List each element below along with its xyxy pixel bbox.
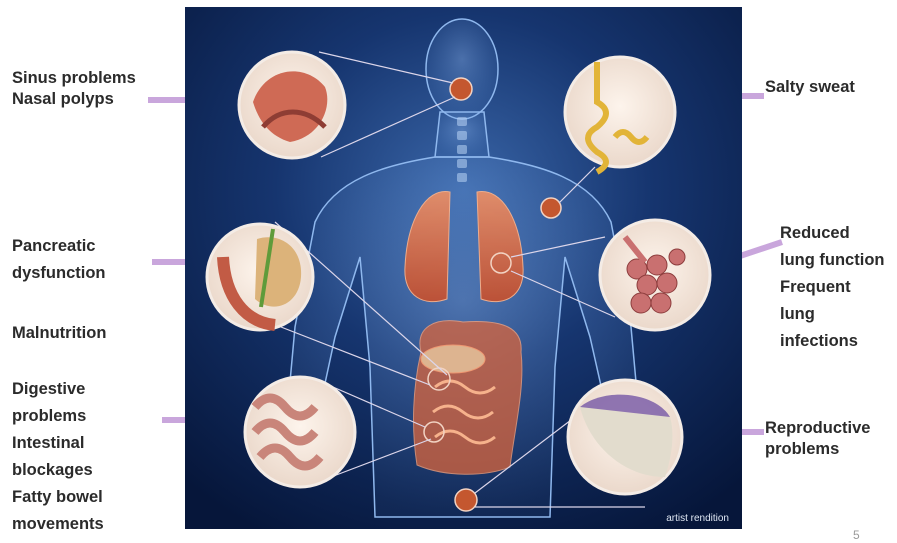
label-sinus-line-1: Sinus problems xyxy=(12,68,136,89)
label-reproductive-line-1: Reproductive xyxy=(765,418,870,439)
digestive-organs xyxy=(414,321,522,475)
callout-intestine xyxy=(245,377,355,487)
label-pancreatic-line-2: dysfunction xyxy=(12,260,106,287)
label-malnutrition-line: Malnutrition xyxy=(12,320,106,347)
callout-reproductive xyxy=(568,380,682,494)
label-sinus: Sinus problems Nasal polyps xyxy=(12,68,136,110)
label-pancreatic: Pancreatic dysfunction xyxy=(12,233,106,287)
label-sinus-line-2: Nasal polyps xyxy=(12,89,136,110)
label-salty-sweat: Salty sweat xyxy=(765,74,855,101)
body-illustration: artist rendition xyxy=(185,7,742,529)
page-number: 5 xyxy=(853,528,860,542)
label-lung-line-4: lung xyxy=(780,301,884,328)
label-lung-line-3: Frequent xyxy=(780,274,884,301)
label-salty-sweat-line: Salty sweat xyxy=(765,74,855,101)
callout-sinus xyxy=(239,52,345,158)
label-digestive: Digestive problems Intestinal blockages … xyxy=(12,376,104,538)
label-lung-line-2: lung function xyxy=(780,247,884,274)
label-digestive-line-2: problems xyxy=(12,403,104,430)
label-digestive-line-3: Intestinal xyxy=(12,430,104,457)
label-lung: Reduced lung function Frequent lung infe… xyxy=(780,220,884,355)
label-pancreatic-line-1: Pancreatic xyxy=(12,233,106,260)
label-digestive-line-5: Fatty bowel xyxy=(12,484,104,511)
callout-pancreas xyxy=(207,224,313,330)
callout-lung xyxy=(600,220,710,330)
label-malnutrition: Malnutrition xyxy=(12,320,106,347)
label-reproductive-line-2: problems xyxy=(765,439,870,460)
label-digestive-line-1: Digestive xyxy=(12,376,104,403)
label-digestive-line-6: movements xyxy=(12,511,104,538)
label-reproductive: Reproductive problems xyxy=(765,418,870,460)
caption-text: artist rendition xyxy=(666,513,729,524)
label-lung-line-1: Reduced xyxy=(780,220,884,247)
label-lung-line-5: infections xyxy=(780,328,884,355)
label-digestive-line-4: blockages xyxy=(12,457,104,484)
